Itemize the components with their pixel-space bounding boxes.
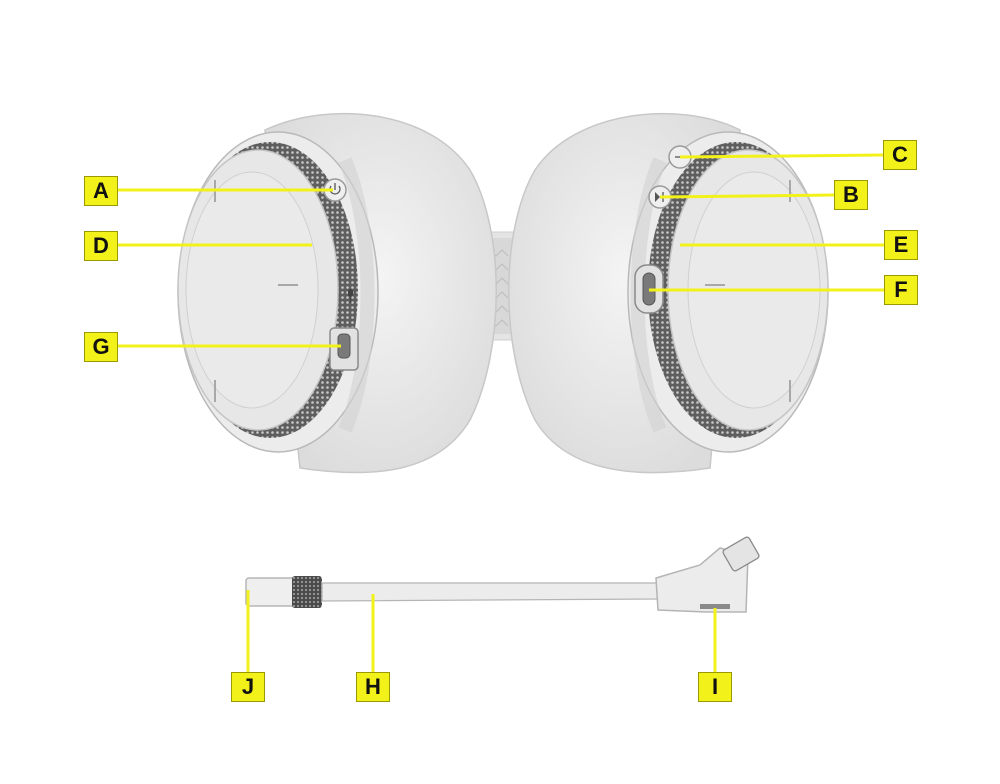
label-b: B bbox=[834, 180, 868, 210]
label-a: A bbox=[84, 176, 118, 206]
label-f: F bbox=[884, 275, 918, 305]
label-c: C bbox=[883, 140, 917, 170]
leader-c bbox=[679, 153, 884, 159]
label-i: I bbox=[698, 672, 732, 702]
right-earcup bbox=[508, 112, 829, 474]
mic-port bbox=[329, 327, 359, 371]
detachable-microphone bbox=[245, 536, 760, 613]
leader-b bbox=[659, 193, 835, 199]
label-g: G bbox=[84, 332, 118, 362]
label-d: D bbox=[84, 231, 118, 261]
microphone-icon bbox=[348, 289, 353, 303]
leader-lines bbox=[118, 153, 884, 672]
label-j: J bbox=[231, 672, 265, 702]
label-h: H bbox=[356, 672, 390, 702]
left-earcup bbox=[177, 112, 497, 474]
label-e: E bbox=[884, 230, 918, 260]
